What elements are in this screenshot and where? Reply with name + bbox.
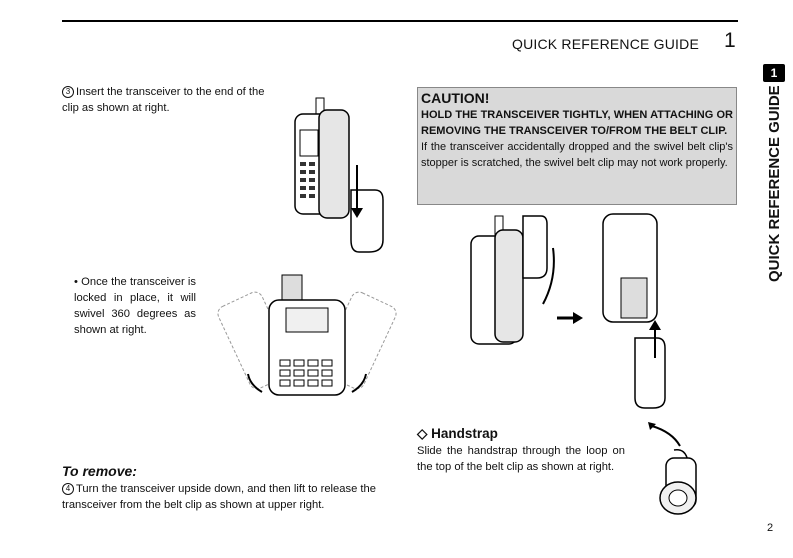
handstrap-text: Slide the handstrap through the loop on … — [417, 445, 625, 473]
header-rule — [62, 20, 738, 22]
section-tab-badge[interactable]: 1 — [763, 64, 785, 82]
swivel-illustration — [217, 274, 397, 396]
step-3-text: Insert the transceiver to the end of the… — [62, 86, 265, 114]
caution-box: CAUTION! HOLD THE TRANSCEIVER TIGHTLY, W… — [417, 87, 737, 205]
remove-heading: To remove: — [62, 463, 137, 479]
caution-text: If the transceiver accidentally dropped … — [421, 141, 733, 169]
step-number-badge: 3 — [62, 86, 74, 98]
step-4-text: Turn the transceiver upside down, and th… — [62, 483, 376, 511]
caution-warning: HOLD THE TRANSCEIVER TIGHTLY, WHEN ATTAC… — [421, 109, 733, 137]
removal-illustration — [470, 213, 666, 409]
header-section-number: 1 — [724, 29, 736, 52]
page-number: 2 — [767, 522, 774, 534]
caution-title: CAUTION! — [421, 90, 490, 106]
handstrap-illustration — [648, 422, 697, 515]
swivel-note: • Once the transceiver is locked in plac… — [74, 276, 196, 336]
handstrap-heading: ◇ Handstrap — [417, 426, 498, 441]
step-number-badge: 4 — [62, 483, 74, 495]
section-tab-label: QUICK REFERENCE GUIDE — [766, 85, 783, 282]
attach-illustration — [294, 97, 384, 253]
header-title: QUICK REFERENCE GUIDE — [512, 36, 699, 52]
